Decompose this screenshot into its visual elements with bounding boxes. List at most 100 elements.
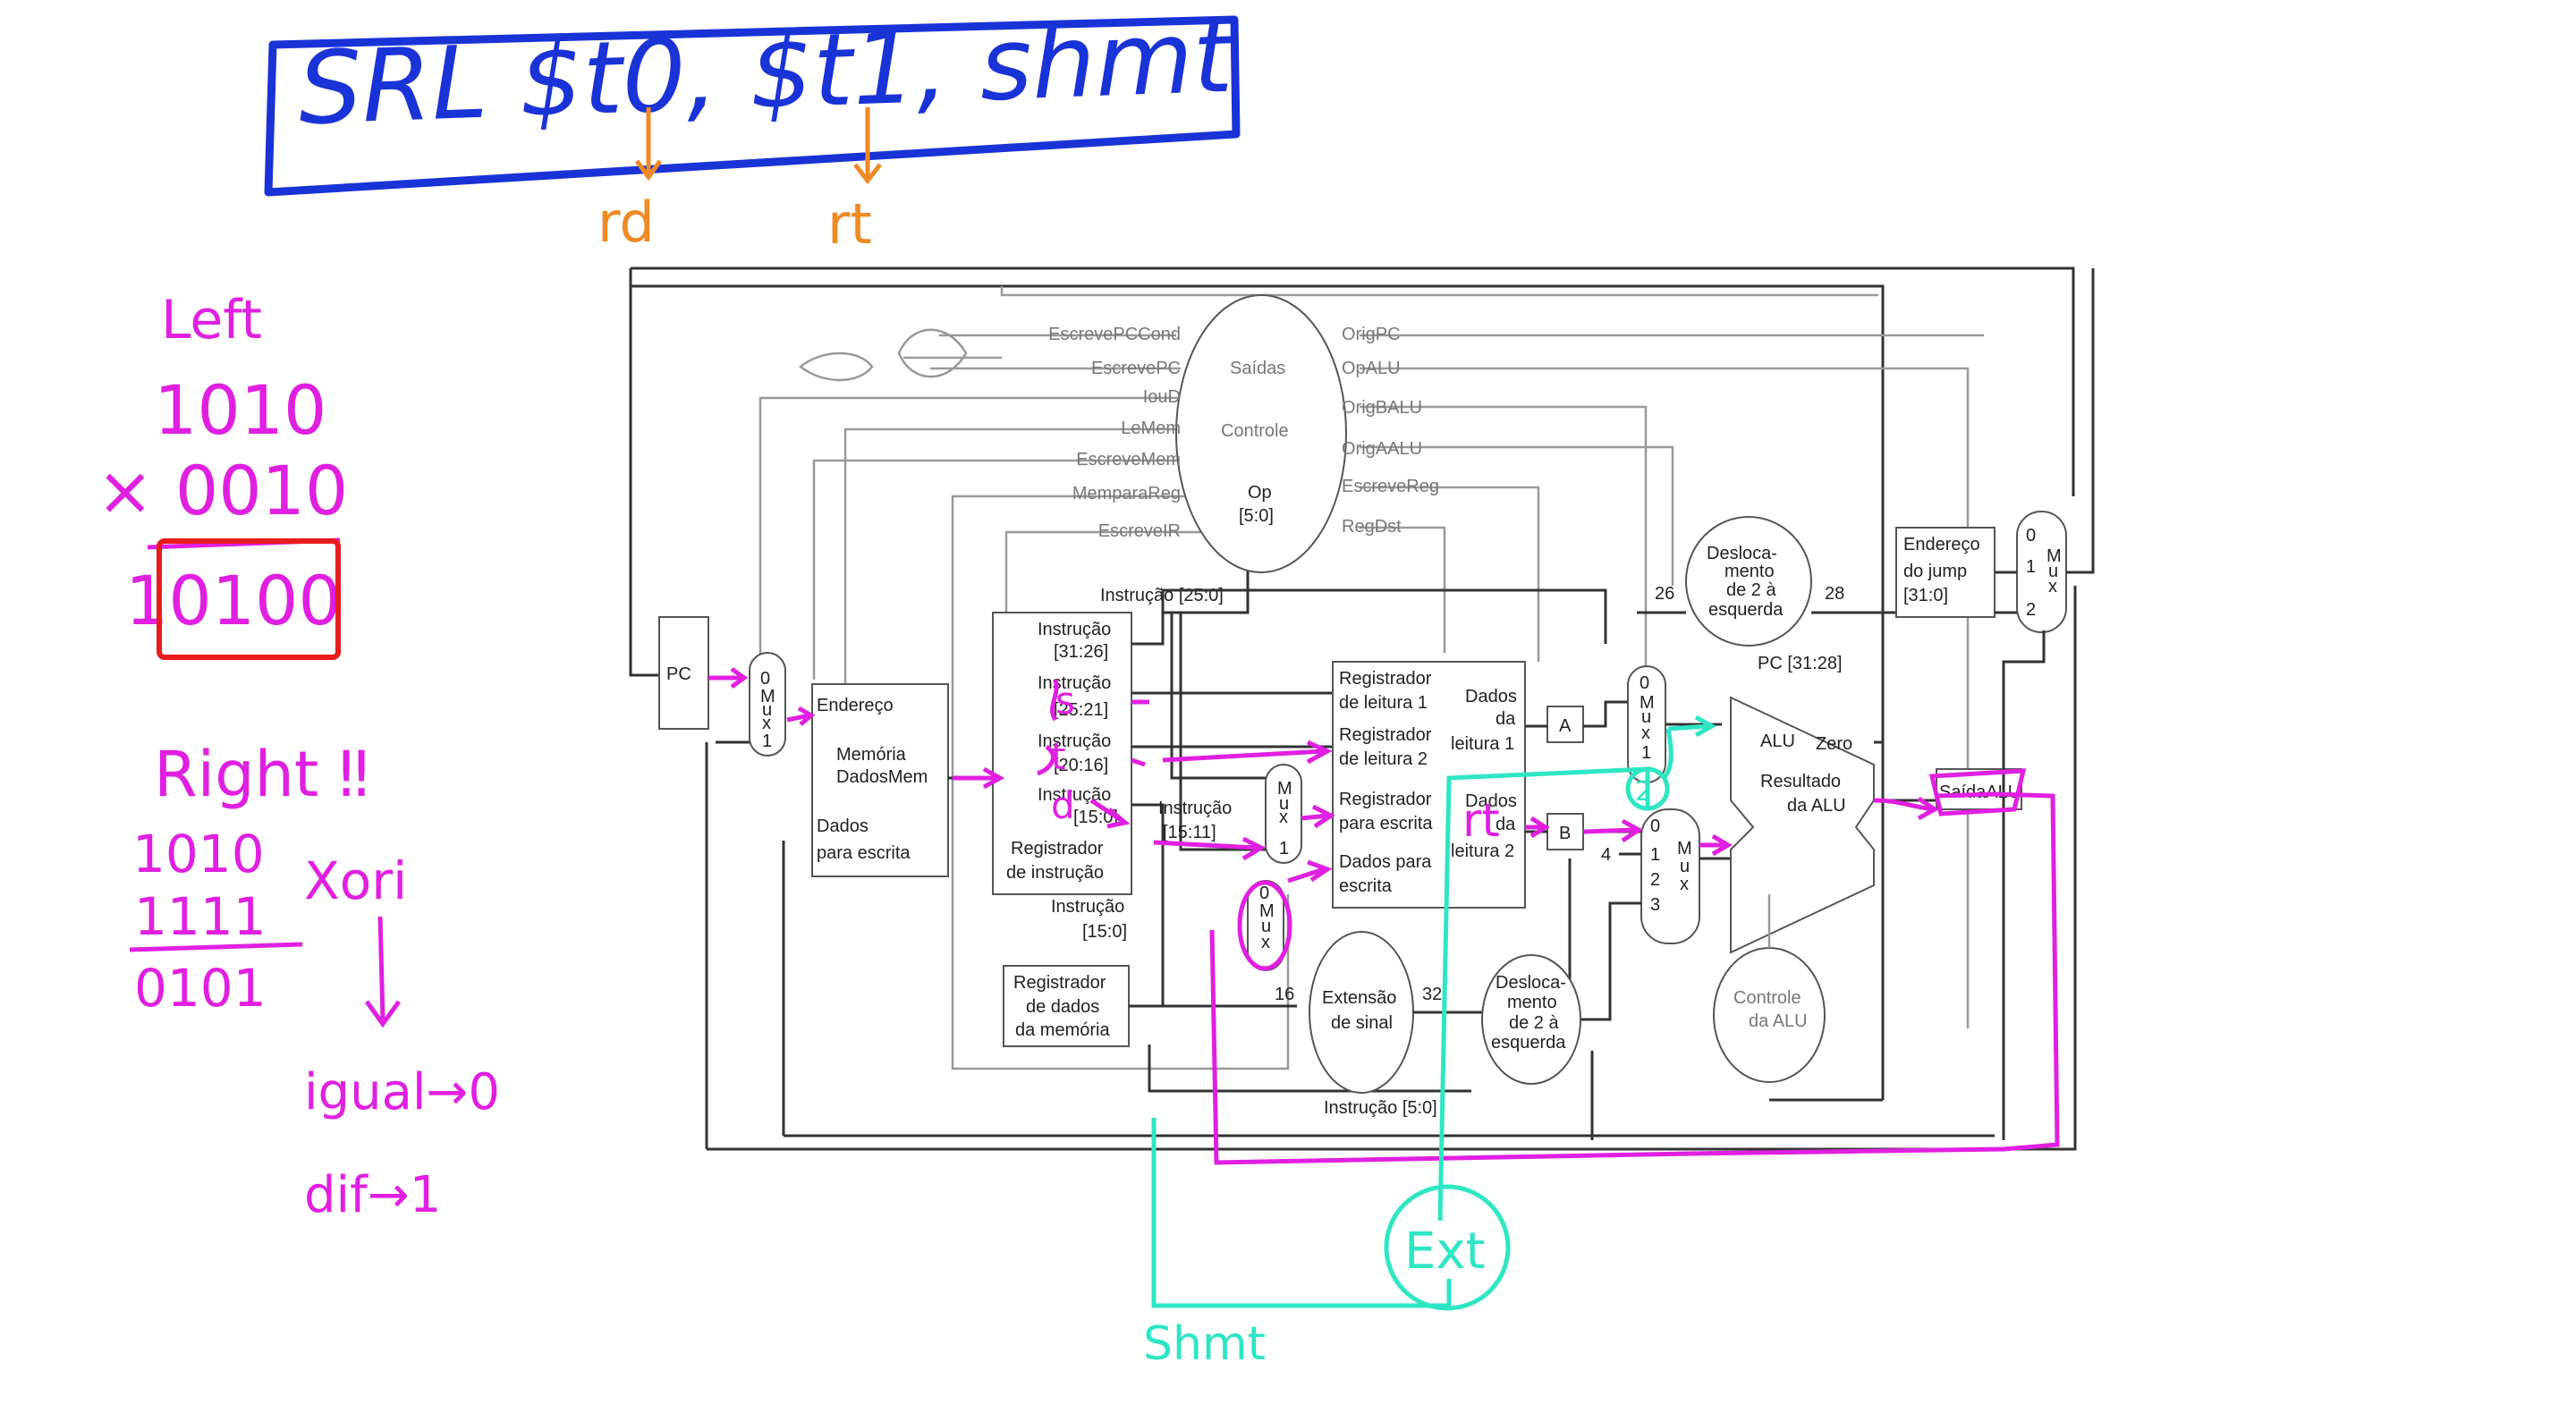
label-rt: rt (827, 191, 872, 257)
annot-shmt: Shmt (1143, 1317, 1266, 1371)
svg-text:x: x (1641, 723, 1650, 743)
svg-text:para escrita: para escrita (1339, 814, 1433, 833)
svg-text:leitura 1: leitura 1 (1451, 734, 1514, 754)
left-line-2: × 0010 (97, 451, 348, 530)
magenta-labels: s t d rt (1051, 679, 1500, 848)
svg-text:Dados: Dados (1465, 687, 1517, 706)
register-a (1546, 706, 1584, 743)
svg-text:Dados: Dados (817, 816, 869, 836)
svg-text:A: A (1559, 716, 1572, 736)
mux-pc-source (2016, 511, 2067, 633)
svg-text:Saídas: Saídas (1230, 359, 1285, 378)
right-label: Right ‼ (154, 738, 369, 811)
svg-text:0: 0 (2026, 526, 2036, 546)
memory-unit (811, 683, 949, 877)
svg-text:Endereço: Endereço (1903, 535, 1980, 554)
control-signals-right: OrigPCOpALUOrigBALUOrigAALUEscreveRegReg… (1342, 325, 1439, 537)
svg-text:x: x (1680, 875, 1689, 894)
control-signal-right: OrigBALU (1342, 398, 1422, 418)
svg-text:de 2 à: de 2 à (1726, 580, 1776, 600)
svg-text:u: u (2048, 562, 2058, 581)
control-signal-right: RegDst (1342, 517, 1402, 537)
annot-rt: rt (1462, 794, 1500, 848)
svg-text:1: 1 (1279, 839, 1289, 858)
svg-text:mento: mento (1507, 993, 1557, 1012)
annot-s: s (1055, 679, 1075, 723)
svg-text:Instrução: Instrução (1038, 732, 1111, 751)
control-signal-right: OrigPC (1342, 325, 1401, 344)
left-shift-notes: Left 1010 × 0010 10100 (97, 289, 348, 660)
control-signal-left: MemparaReg (1072, 484, 1181, 503)
svg-text:de sinal: de sinal (1331, 1013, 1393, 1033)
svg-text:u: u (762, 700, 772, 720)
control-signal-right: OpALU (1342, 359, 1401, 378)
annot-ext: Ext (1404, 1222, 1485, 1281)
annot-t: t (1051, 734, 1065, 778)
svg-text:leitura 2: leitura 2 (1451, 842, 1514, 861)
right-line-2: 1111 (134, 886, 267, 947)
svg-text:Controle: Controle (1221, 421, 1289, 441)
svg-text:esquerda: esquerda (1491, 1033, 1566, 1053)
left-result-highlight (157, 538, 341, 660)
svg-text:Registrador: Registrador (1339, 725, 1432, 745)
svg-text:ALU: ALU (1760, 732, 1795, 751)
svg-text:B: B (1559, 824, 1571, 843)
right-line-3: 0101 (134, 958, 267, 1019)
datapath-diagram: PC 0 M u x 1 Endereço Memória DadosMem D… (629, 266, 2095, 1151)
svg-text:do jump: do jump (1903, 562, 1967, 581)
svg-text:escrita: escrita (1339, 876, 1393, 896)
svg-text:26: 26 (1655, 584, 1674, 604)
mux-regdst (1265, 764, 1302, 864)
svg-text:Extensão: Extensão (1322, 988, 1396, 1008)
control-signal-left: EscrevePC (1091, 359, 1181, 378)
svg-text:x: x (2048, 577, 2057, 596)
svg-text:1: 1 (762, 732, 772, 751)
instruction-register (992, 612, 1132, 895)
alu (1730, 696, 1875, 954)
svg-text:Op: Op (1248, 483, 1272, 503)
svg-text:Instrução [5:0]: Instrução [5:0] (1324, 1098, 1437, 1118)
memory-data-register (1003, 965, 1130, 1047)
svg-text:0: 0 (760, 669, 770, 689)
ext-unit (1384, 1184, 1511, 1311)
alu-output-loop (1209, 791, 2060, 1165)
instruction-title: SRL $t0, $t1, shmt (296, 0, 1238, 148)
svg-text:[20:16]: [20:16] (1054, 756, 1108, 775)
shmt-wire (1151, 1118, 1452, 1308)
jump-address (1895, 527, 1996, 618)
svg-text:Registrador: Registrador (1339, 790, 1432, 809)
label-rd: rd (597, 190, 655, 255)
svg-text:0: 0 (1640, 673, 1649, 693)
annot-d: d (1051, 783, 1075, 827)
svg-text:para escrita: para escrita (817, 843, 911, 863)
svg-text:u: u (1261, 917, 1271, 936)
shift-left-2-jump (1685, 516, 1812, 647)
magenta-annotations (708, 666, 2060, 1165)
igual-label: igual→0 (304, 1063, 500, 1121)
svg-text:[5:0]: [5:0] (1239, 506, 1274, 526)
control-signal-right: EscreveReg (1342, 477, 1439, 496)
svg-text:M: M (1677, 839, 1692, 858)
annot-two: 2 (1635, 776, 1652, 808)
svg-text:M: M (1259, 901, 1275, 921)
arrow-to-rd: rd (597, 107, 663, 255)
svg-text:Endereço: Endereço (817, 696, 894, 715)
svg-text:[15:11]: [15:11] (1163, 823, 1216, 842)
svg-text:Instrução: Instrução (1038, 620, 1111, 639)
left-line-1: 1010 (154, 370, 326, 450)
control-signal-left: EscrevePCCond (1048, 325, 1181, 344)
svg-text:M: M (2046, 546, 2062, 566)
svg-text:da memória: da memória (1015, 1020, 1110, 1040)
svg-text:esquerda: esquerda (1708, 600, 1784, 620)
svg-text:DadosMem: DadosMem (836, 767, 928, 787)
control-signal-left: LeMem (1121, 419, 1181, 438)
cyan-annotations (1151, 715, 1717, 1311)
svg-text:2: 2 (1650, 870, 1660, 890)
cyan-labels: 2 Ext Shmt (1143, 776, 1652, 1371)
svg-text:M: M (760, 687, 775, 706)
svg-text:0: 0 (1650, 816, 1660, 836)
svg-text:Zero: Zero (1816, 734, 1852, 754)
svg-text:3: 3 (1650, 895, 1660, 915)
svg-text:da: da (1496, 815, 1516, 834)
